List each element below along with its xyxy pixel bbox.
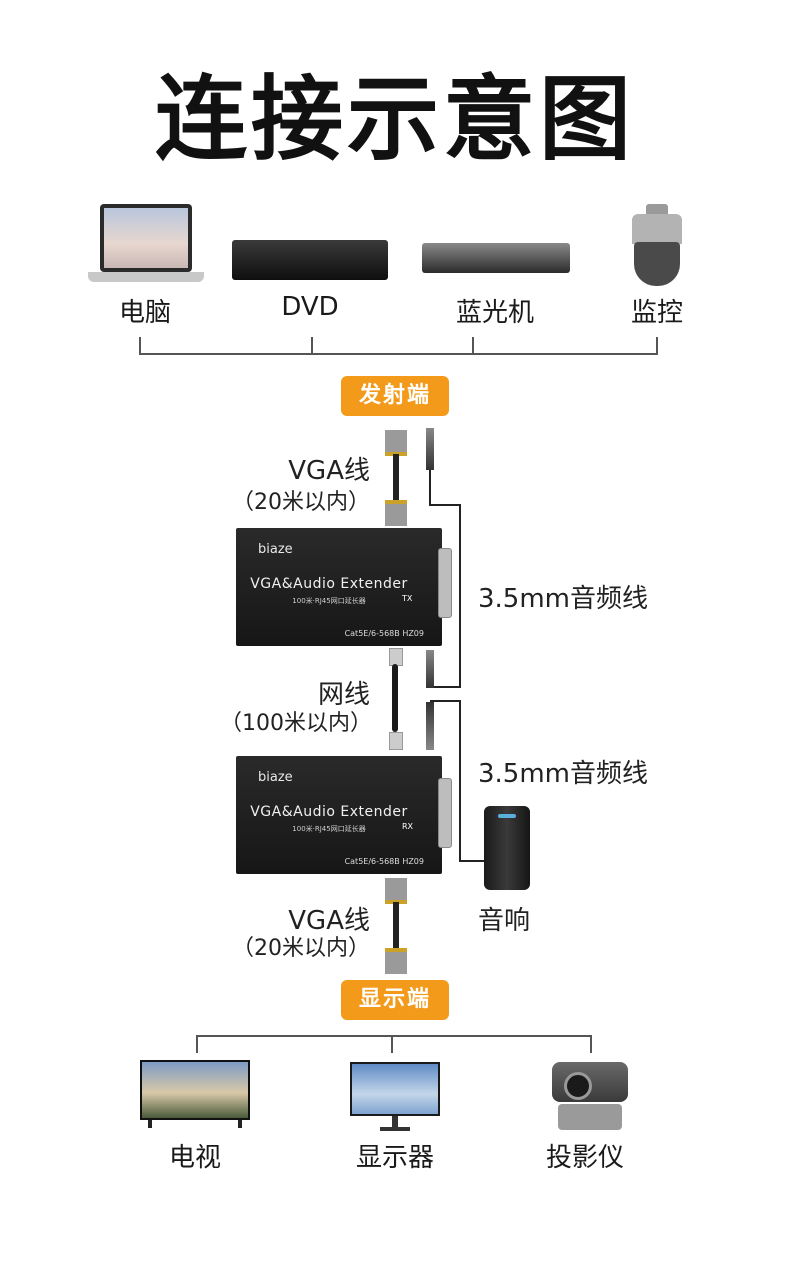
vga-port-icon bbox=[438, 548, 452, 618]
brand-logo: biaze bbox=[258, 542, 293, 557]
vga-cable-icon bbox=[385, 430, 407, 526]
network-cable-name: 网线 bbox=[317, 680, 370, 710]
page-title: 连接示意图 bbox=[154, 66, 635, 173]
display-label-tv: 电视 bbox=[168, 1143, 221, 1173]
device-name: VGA&Audio Extender bbox=[250, 804, 408, 820]
vga-bottom-length: （20米以内） bbox=[232, 936, 370, 961]
mode-badge: TX bbox=[402, 594, 413, 603]
audio-cable-top bbox=[429, 470, 431, 506]
audio-cable-bottom bbox=[459, 860, 487, 862]
audio-cable-bottom bbox=[459, 700, 461, 862]
transmitter-tag: 发射端 bbox=[341, 376, 449, 416]
device-subtitle: 100米·RJ45网口延长器 bbox=[292, 825, 366, 833]
audio-cable-bottom bbox=[430, 700, 461, 702]
vga-top-name: VGA线 bbox=[288, 456, 370, 486]
source-label-dvd: DVD bbox=[281, 292, 339, 322]
security-camera-icon bbox=[628, 204, 686, 288]
monitor-icon bbox=[350, 1062, 440, 1132]
audio-cable-top bbox=[430, 686, 461, 688]
audio-bottom-label: 3.5mm音频线 bbox=[478, 759, 649, 789]
cable-spec: Cat5E/6-568B bbox=[344, 857, 400, 866]
display-label-monitor: 显示器 bbox=[355, 1143, 434, 1173]
network-cable-icon bbox=[386, 648, 404, 750]
display-bracket-tick bbox=[196, 1035, 198, 1053]
vga-bottom-name: VGA线 bbox=[288, 906, 370, 936]
display-bracket-line bbox=[196, 1035, 592, 1037]
brand-logo: biaze bbox=[258, 770, 293, 785]
model-badge: HZ09 bbox=[402, 857, 424, 866]
source-label-bluray: 蓝光机 bbox=[455, 298, 534, 328]
audio-cable-top bbox=[429, 504, 461, 506]
device-cat: Cat5E/6-568B HZ09 bbox=[345, 629, 424, 638]
speaker-icon bbox=[484, 806, 530, 890]
source-label-cctv: 监控 bbox=[630, 298, 683, 328]
dvd-player-icon bbox=[232, 240, 388, 282]
vga-port-icon bbox=[438, 778, 452, 848]
display-bracket-tick bbox=[590, 1035, 592, 1053]
display-bracket-tick bbox=[391, 1035, 393, 1053]
model-badge: HZ09 bbox=[402, 629, 424, 638]
tv-icon bbox=[140, 1060, 250, 1128]
device-subtitle: 100米·RJ45网口延长器 bbox=[292, 597, 366, 605]
speaker-label: 音响 bbox=[478, 906, 531, 936]
mode-badge: RX bbox=[402, 822, 414, 831]
audio-jack-icon bbox=[426, 428, 434, 470]
vga-cable-icon bbox=[385, 878, 407, 974]
extender-transmitter: biaze VGA&Audio Extender 100米·RJ45网口延长器 … bbox=[236, 528, 442, 646]
projector-icon bbox=[552, 1062, 628, 1132]
network-cable-length: （100米以内） bbox=[220, 711, 372, 736]
source-label-pc: 电脑 bbox=[118, 298, 171, 328]
cable-spec: Cat5E/6-568B bbox=[344, 629, 400, 638]
source-bracket-tick bbox=[472, 337, 474, 354]
audio-top-label: 3.5mm音频线 bbox=[478, 584, 649, 614]
device-cat: Cat5E/6-568B HZ09 bbox=[345, 857, 424, 866]
audio-jack-icon bbox=[426, 702, 434, 750]
vga-top-length: （20米以内） bbox=[232, 490, 370, 515]
source-bracket-tick bbox=[311, 337, 313, 354]
bluray-player-icon bbox=[422, 243, 570, 275]
display-label-projector: 投影仪 bbox=[545, 1143, 624, 1173]
extender-receiver: biaze VGA&Audio Extender 100米·RJ45网口延长器 … bbox=[236, 756, 442, 874]
laptop-icon bbox=[88, 204, 204, 286]
device-name: VGA&Audio Extender bbox=[250, 576, 408, 592]
audio-cable-top bbox=[459, 504, 461, 688]
audio-jack-icon bbox=[426, 650, 434, 688]
source-bracket-tick bbox=[656, 337, 658, 354]
source-bracket-line bbox=[139, 353, 658, 355]
display-tag: 显示端 bbox=[341, 980, 449, 1020]
source-bracket-tick bbox=[139, 337, 141, 354]
